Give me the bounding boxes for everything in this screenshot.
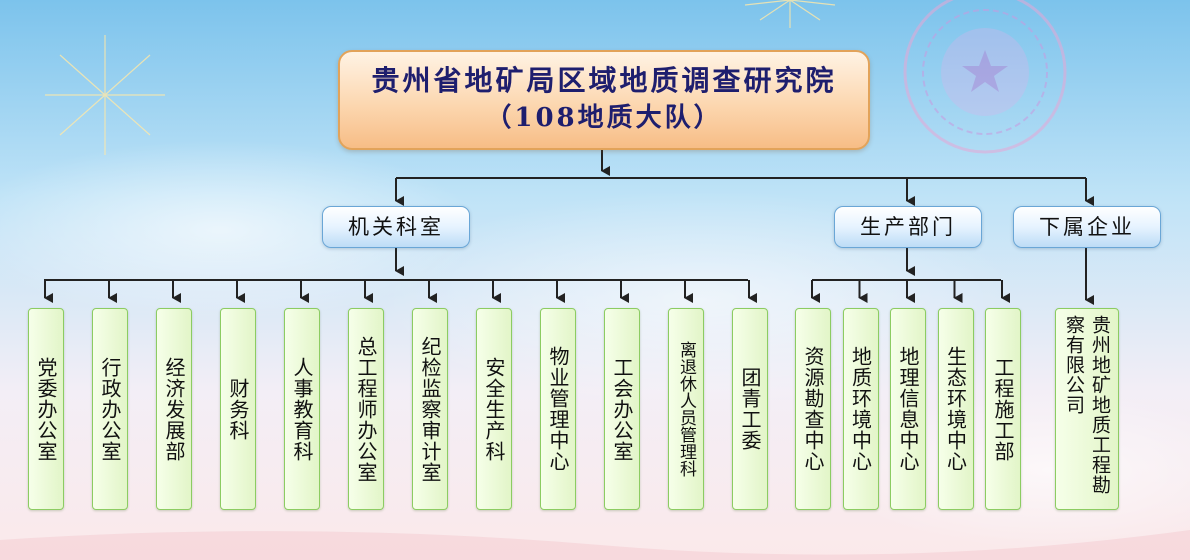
root-node-title: 贵州省地矿局区域地质调查研究院 （108地质大队）	[338, 50, 870, 150]
office-unit-2: 行政办公室	[92, 308, 128, 510]
firework-decoration	[45, 0, 836, 155]
office-unit-11-label: 离退休人员管理科	[676, 341, 696, 477]
production-unit-5-label: 工程施工部	[991, 356, 1015, 462]
office-unit-1-label: 党委办公室	[34, 356, 58, 462]
category-agency-departments: 机关科室	[322, 206, 470, 248]
production-unit-1: 资源勘查中心	[795, 308, 831, 510]
office-unit-7-label: 纪检监察审计室	[418, 335, 442, 483]
office-unit-10-label: 工会办公室	[610, 356, 634, 462]
office-unit-9: 物业管理中心	[540, 308, 576, 510]
office-unit-6: 总工程师办公室	[348, 308, 384, 510]
office-unit-5: 人事教育科	[284, 308, 320, 510]
production-unit-2-label: 地质环境中心	[848, 346, 873, 472]
production-unit-1-label: 资源勘查中心	[801, 346, 825, 472]
root-title-line1: 贵州省地矿局区域地质调查研究院	[371, 64, 837, 97]
production-unit-4-label: 生态环境中心	[943, 346, 968, 472]
office-unit-9-label: 物业管理中心	[546, 346, 570, 472]
office-unit-12-label: 团青工委	[738, 367, 762, 451]
production-unit-3: 地理信息中心	[890, 308, 926, 510]
office-unit-6-label: 总工程师办公室	[354, 335, 378, 483]
office-unit-7: 纪检监察审计室	[412, 308, 448, 510]
office-unit-8: 安全生产科	[476, 308, 512, 510]
office-unit-11: 离退休人员管理科	[668, 308, 704, 510]
office-unit-10: 工会办公室	[604, 308, 640, 510]
category-production-departments: 生产部门	[834, 206, 982, 248]
office-unit-4-label: 财务科	[226, 377, 250, 441]
office-unit-12: 团青工委	[732, 308, 768, 510]
enterprise-unit-1-label: 贵州地矿地质工程勘察有限公司	[1063, 315, 1111, 495]
production-unit-3-label: 地理信息中心	[896, 346, 920, 472]
production-unit-4: 生态环境中心	[937, 308, 974, 510]
office-unit-8-label: 安全生产科	[482, 356, 506, 462]
enterprise-unit-1: 贵州地矿地质工程勘察有限公司	[1055, 308, 1119, 510]
production-unit-5: 工程施工部	[985, 308, 1021, 510]
office-unit-4: 财务科	[220, 308, 256, 510]
production-unit-2: 地质环境中心	[842, 308, 879, 510]
office-unit-3: 经济发展部	[156, 308, 192, 510]
office-unit-2-label: 行政办公室	[98, 356, 122, 462]
office-unit-5-label: 人事教育科	[290, 356, 314, 462]
office-unit-3-label: 经济发展部	[162, 356, 186, 462]
root-title-line2: （108地质大队）	[485, 103, 723, 133]
category-subsidiary-enterprises: 下属企业	[1013, 206, 1161, 248]
office-unit-1: 党委办公室	[28, 308, 64, 510]
emblem-decoration	[903, 0, 1067, 154]
